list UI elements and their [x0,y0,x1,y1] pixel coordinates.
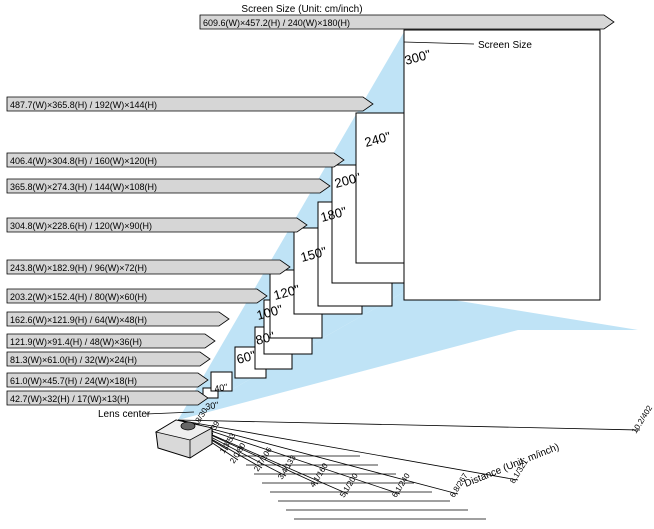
size-label-box [6,96,374,112]
projector-icon [154,419,214,459]
size-label-box [6,178,331,194]
screen-size-label: 304.8(W)×228.6(H) / 120(W)×90(H) [10,221,152,231]
screen-diagonal-label: 80" [254,328,277,348]
screen-diagonal-label: 300" [403,47,433,68]
largest-screen-frame [403,29,601,301]
screen-size-label: 365.8(W)×274.3(H) / 144(W)×108(H) [10,182,157,192]
screen-size-label: 487.7(W)×365.8(H) / 192(W)×144(H) [10,100,157,110]
throw-distance-label: 10.2/402 [630,403,654,435]
screen-size-label: 162.6(W)×121.9(H) / 64(W)×48(H) [10,315,147,325]
screen-size-label: 42.7(W)×32(H) / 17(W)×13(H) [10,394,130,404]
size-label-box [6,351,211,367]
size-label-box [6,288,268,304]
throw-distance-label: 2.7/106 [252,445,274,473]
screen-diagonal-label: 200" [333,170,363,191]
size-label-box [6,217,308,233]
screen-size-label: 203.2(W)×152.4(H) / 80(W)×60(H) [10,292,147,302]
screen-diagonal-label: 60" [235,347,258,367]
throw-distance-label: 3.4/133 [276,453,298,481]
screen-diagonal-label: 30" [205,400,220,412]
screen-size-label: 61.0(W)×45.7(H) / 24(W)×18(H) [10,376,137,386]
screen-size-label: 243.8(W)×182.9(H) / 96(W)×72(H) [10,263,147,273]
distance-line [177,419,459,495]
diagram-title: Screen Size (Unit: cm/inch) [241,4,362,15]
distance-line [177,419,519,481]
size-label-box [6,333,216,349]
size-label-box [6,311,230,327]
lens-center-label: Lens center [98,409,151,420]
size-label-box [6,259,291,275]
screen-size-label: 609.6(W)×457.2(H) / 240(W)×180(H) [203,18,350,28]
throw-distance-label: 6.1/240 [390,471,412,499]
screen-diagonal-label: 150" [299,244,329,265]
screen-size-label: 406.4(W)×304.8(H) / 160(W)×120(H) [10,156,157,166]
distance-line [177,419,641,431]
size-label-box [6,372,209,388]
distance-line [177,419,401,495]
screen-diagonal-label: 40" [214,382,229,394]
screen-diagonal-label: 100" [255,302,285,323]
projection-screen [210,371,233,392]
screen-size-callout: Screen Size [478,40,532,51]
throw-distance-label: 5.1/200 [338,471,360,499]
screen-diagonal-label: 120" [272,282,302,303]
screen-diagonal-label: 180" [319,204,349,225]
screen-size-label: 81.3(W)×61.0(H) / 32(W)×24(H) [10,355,137,365]
projection-screen [403,29,601,301]
screen-size-label: 121.9(W)×91.4(H) / 48(W)×36(H) [10,337,142,347]
size-label-box [199,14,615,30]
screen-diagonal-label: 240" [363,129,393,150]
size-label-box [6,152,345,168]
size-label-box [6,390,209,406]
